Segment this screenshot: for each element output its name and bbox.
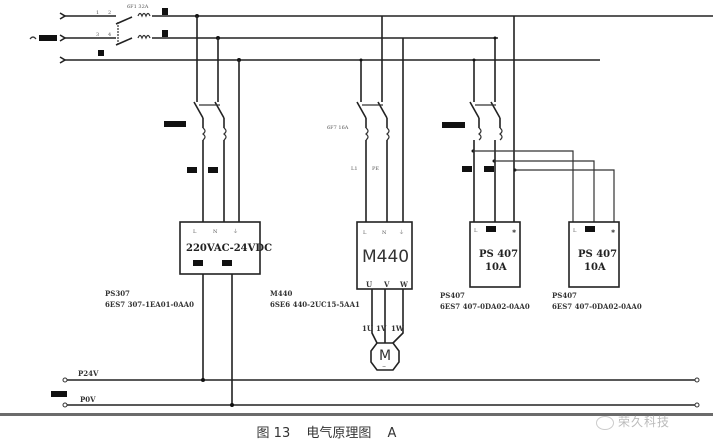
- ps407-2-box-sub: 10A: [584, 262, 606, 273]
- bus-p0v-label: P0V: [80, 395, 96, 404]
- inverter-output-w: W: [399, 280, 408, 289]
- svg-text:✱: ✱: [512, 229, 516, 235]
- terminal-label: 4: [108, 32, 111, 38]
- ps407-2-box: [568, 221, 620, 288]
- electrical-schematic: 1 2 3 4 6F1 32A L N ⏚: [29, 4, 713, 408]
- terminal-label: 1: [96, 10, 99, 16]
- svg-text:L: L: [474, 228, 478, 234]
- ps407-2-model-line2: 6ES7 407-0DA02-0AA0: [552, 302, 642, 311]
- inverter-wire-label: PE: [372, 166, 379, 172]
- psu-terminal-l: L: [193, 229, 197, 235]
- main-breaker-label: 6F1 32A: [127, 4, 149, 10]
- terminal-label: 2: [108, 10, 111, 16]
- wechat-logo-icon: [596, 415, 614, 430]
- caption-title: 电气原理图: [306, 426, 372, 441]
- inverter-model-line1: M440: [270, 289, 292, 298]
- branch-inverter: 6F7 16A L1 PE L N ⏚ M440 U V W 1U 1V 1W …: [270, 16, 413, 371]
- ps407-2-model-line1: PS407: [552, 291, 577, 300]
- watermark: 荣久科技: [596, 413, 670, 430]
- motor-ac-sign: ~: [382, 364, 386, 370]
- caption-figure-number: 图 13: [256, 426, 291, 441]
- ps407-1-model-line2: 6ES7 407-0DA02-0AA0: [440, 302, 530, 311]
- branch-ps407: L ✱ PS 407 10A PS407 6ES7 407-0DA02-0AA0…: [440, 16, 642, 311]
- motor-terminal-1v: 1V: [376, 324, 387, 333]
- inverter-wire-label: L1: [351, 166, 358, 172]
- motor-label: M: [379, 348, 391, 364]
- ps407-1-box: [469, 221, 521, 288]
- motor-terminal-1u: 1U: [362, 324, 373, 333]
- caption-suffix: A: [387, 426, 397, 441]
- ps407-1-box-sub: 10A: [485, 262, 507, 273]
- ps407-1-box-text: PS 407: [479, 249, 518, 260]
- figure-caption: 图 13 电气原理图 A: [0, 422, 713, 441]
- input-line-l2: [59, 34, 498, 42]
- svg-text:L: L: [573, 228, 577, 234]
- inverter-terminal-n: N: [382, 230, 387, 236]
- psu-model-line1: PS307: [105, 289, 130, 298]
- psu-terminal-pe: ⏚: [233, 228, 238, 235]
- svg-text:✱: ✱: [611, 229, 615, 235]
- svg-text:⏚: ⏚: [399, 229, 404, 236]
- input-line-l1: [59, 12, 713, 20]
- marker-block: [98, 50, 104, 56]
- separator-bar: [0, 413, 713, 416]
- inverter-output-u: U: [366, 280, 372, 289]
- main-breaker: 6F1 32A: [115, 4, 168, 46]
- bus-p24v: P24V: [62, 369, 700, 383]
- input-line-n: [59, 50, 600, 64]
- psu-box-text: 220VAC-24VDC: [186, 243, 272, 254]
- terminal-label: 3: [96, 32, 99, 38]
- motor-terminal-1w: 1W: [391, 324, 404, 333]
- inverter-box-text: M440: [362, 247, 409, 267]
- motor-symbol: [370, 342, 400, 371]
- watermark-text: 荣久科技: [618, 415, 671, 429]
- ps407-1-model-line1: PS407: [440, 291, 465, 300]
- bus-p24v-label: P24V: [78, 369, 99, 378]
- bus-p0v: P0V: [51, 391, 700, 408]
- ps407-2-box-text: PS 407: [578, 249, 617, 260]
- inverter-output-v: V: [383, 280, 390, 289]
- psu-terminal-n: N: [213, 229, 218, 235]
- psu-model-line2: 6ES7 307-1EA01-0AA0: [105, 300, 194, 309]
- inverter-model-line2: 6SE6 440-2UC15-5AA1: [270, 300, 360, 309]
- inverter-terminal-l: L: [363, 230, 367, 236]
- branch-psu: L N ⏚ 220VAC-24VDC PS307 6ES7 307-1EA01-…: [105, 16, 272, 405]
- supply-symbol: [29, 35, 57, 41]
- inverter-breaker-label: 6F7 16A: [327, 125, 349, 131]
